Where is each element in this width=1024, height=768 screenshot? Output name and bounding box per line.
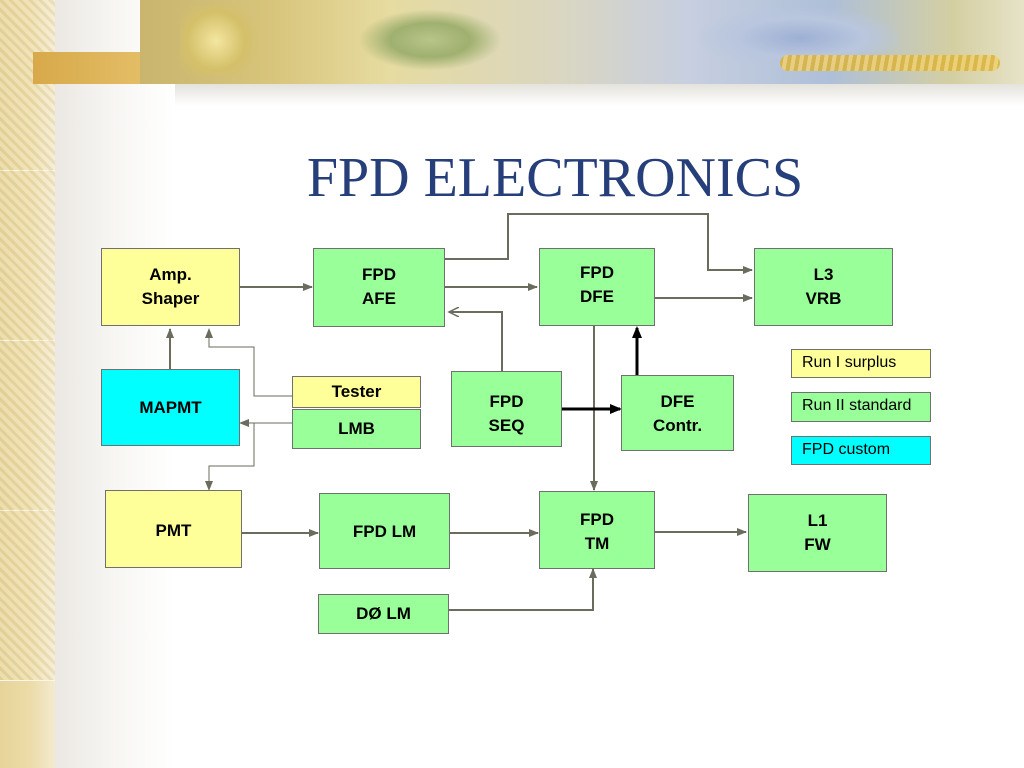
dfe-contr-box: DFE Contr. (621, 375, 734, 451)
tester-box: Tester (292, 376, 421, 408)
fpd-tm-label-line2: TM (584, 534, 610, 553)
leaf-image (180, 6, 270, 76)
legend-run1-surplus-label: Run I surplus (802, 354, 897, 371)
fpd-lm-box: FPD LM (319, 493, 450, 569)
lmb-label: LMB (338, 419, 375, 438)
dfe-contr-label-line2: Contr. (652, 416, 703, 435)
tester-label: Tester (331, 382, 382, 401)
wire-afe-to-l3 (445, 213, 753, 274)
amp-shaper-label-line2: Shaper (141, 289, 200, 308)
fpd-dfe-label-line1: FPD (580, 263, 614, 282)
l1-fw-label-line2: FW (804, 535, 831, 554)
strip-tile (0, 170, 55, 341)
fpd-seq-label-line2: SEQ (488, 416, 525, 435)
legend-run1-surplus: Run I surplus (791, 349, 931, 378)
mapmt-box: MAPMT (101, 369, 240, 446)
wire-seq-to-afe (449, 312, 503, 371)
fpd-seq-box: FPD SEQ (451, 371, 562, 447)
fpd-afe-box: FPD AFE (313, 248, 445, 327)
left-decorative-strip (0, 0, 55, 768)
slide-title: FPD ELECTRONICS (306, 147, 804, 209)
l3-vrb-label-line1: L3 (813, 265, 834, 284)
leaf-image (360, 10, 500, 70)
wire-d0lm-to-tm (449, 568, 597, 611)
amp-shaper-box: Amp. Shaper (101, 248, 240, 326)
strip-tile (0, 340, 55, 511)
d0-lm-box: DØ LM (318, 594, 449, 634)
legend-fpd-custom-label: FPD custom (802, 441, 891, 458)
l3-vrb-label-line2: VRB (805, 289, 842, 308)
pmt-box: PMT (105, 490, 242, 568)
fpd-afe-label-line2: AFE (362, 289, 396, 308)
fpd-afe-label-line1: FPD (362, 265, 396, 284)
mapmt-label: MAPMT (139, 397, 202, 417)
l1-fw-label-line1: L1 (807, 511, 828, 530)
fpd-tm-label-line1: FPD (580, 510, 614, 529)
strip-tile (0, 510, 55, 681)
pmt-label: PMT (155, 521, 192, 540)
banner-shadow (175, 84, 1024, 106)
l1-fw-box: L1 FW (748, 494, 887, 572)
fpd-dfe-label-line2: DFE (580, 287, 614, 306)
wire-tester-to-amp (205, 328, 292, 397)
legend-run2-standard: Run II standard (791, 392, 931, 422)
d0-lm-label: DØ LM (356, 604, 411, 623)
lmb-box: LMB (292, 409, 421, 449)
amp-shaper-label-line1: Amp. (149, 265, 192, 284)
l3-vrb-box: L3 VRB (754, 248, 893, 326)
legend-fpd-custom: FPD custom (791, 436, 931, 465)
fpd-dfe-box: FPD DFE (539, 248, 655, 326)
legend-run2-standard-label: Run II standard (802, 397, 912, 414)
top-decorative-banner (140, 0, 1024, 84)
fpd-seq-label-line1: FPD (489, 392, 524, 411)
dfe-contr-label-line1: DFE (660, 392, 695, 411)
fpd-tm-box: FPD TM (539, 491, 655, 569)
wheat-image (780, 55, 1000, 71)
strip-tile (0, 0, 55, 171)
wire-lmb-to-pmt (205, 423, 255, 491)
fpd-lm-label: FPD LM (352, 522, 417, 541)
